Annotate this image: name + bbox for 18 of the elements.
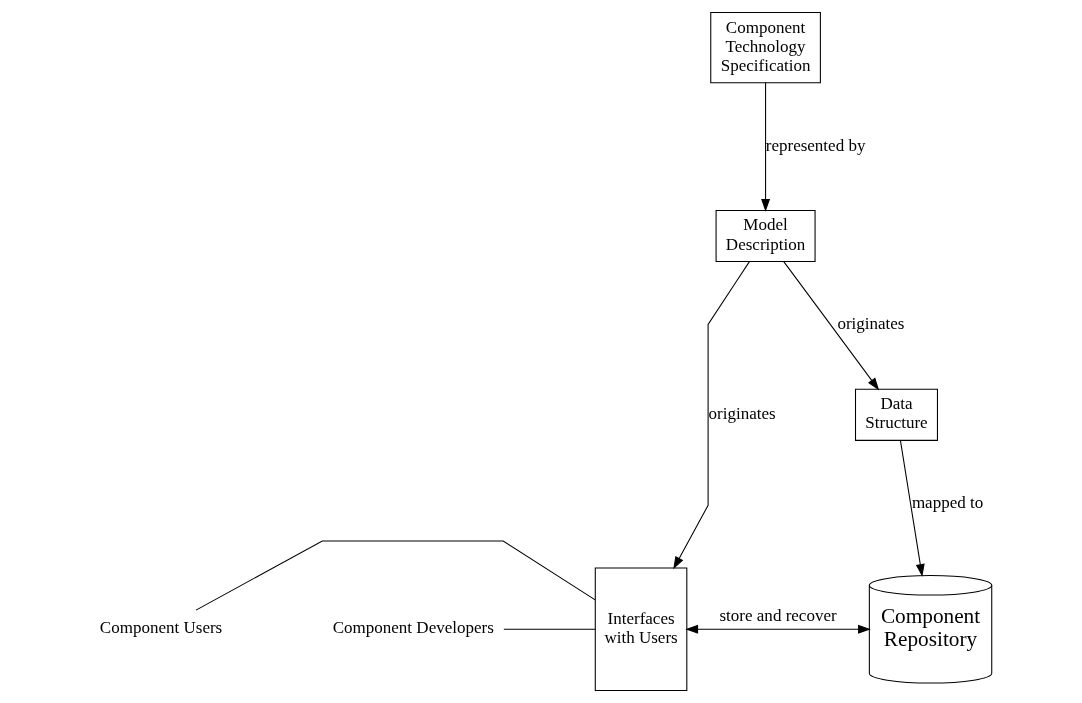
node-text: Component Developers (332, 618, 494, 638)
arrow (783, 261, 880, 391)
arrow (673, 261, 750, 570)
node-box: Data Structure (855, 388, 938, 441)
edge-label: originates (708, 403, 776, 423)
node-box: Component Technology Specification (710, 12, 821, 84)
edge-label: store and recover (719, 605, 837, 625)
edge-label: represented by (765, 135, 866, 155)
arrow (685, 624, 871, 634)
arrow (761, 82, 771, 212)
node-box: Interfaces with Users (594, 567, 688, 691)
edge-label: mapped to (911, 493, 984, 513)
connector (195, 540, 596, 611)
connector (503, 628, 596, 630)
edge-label: originates (837, 314, 905, 334)
arrow (899, 440, 925, 577)
node-box: Model Description (715, 209, 816, 263)
node-text: Component Users (99, 618, 223, 638)
